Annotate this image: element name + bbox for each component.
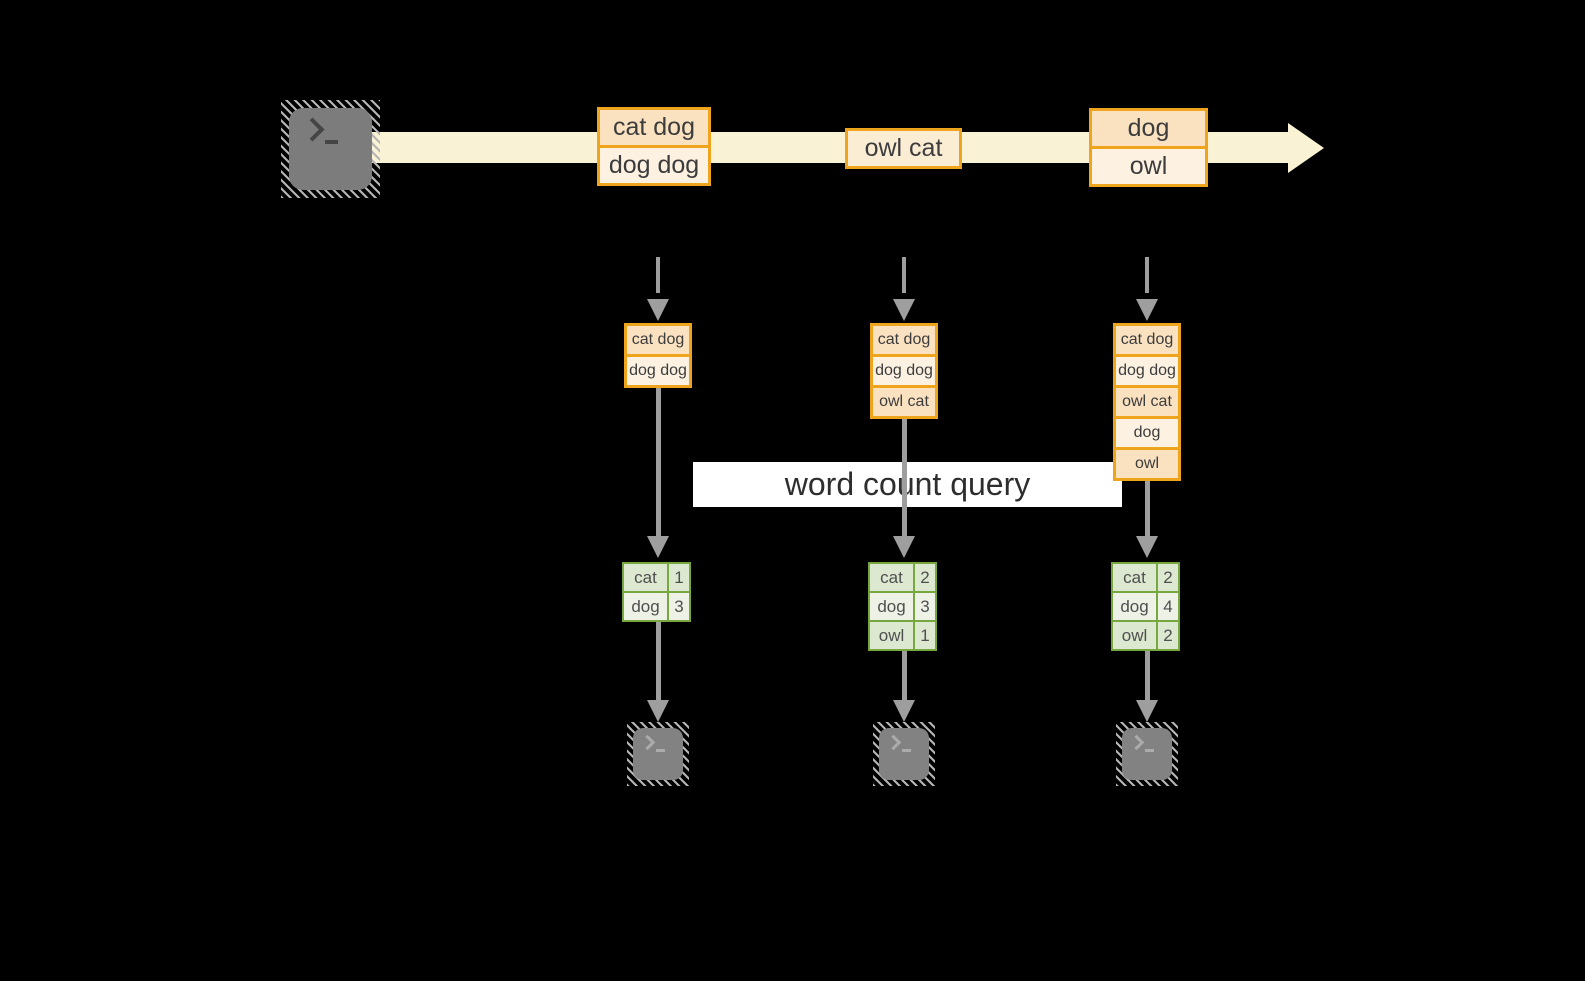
count-value-cell: 2	[915, 564, 935, 591]
event-line: dog dog	[600, 145, 708, 183]
buffer-line: cat dog	[873, 326, 935, 354]
counts-to-sink-arrow-2	[893, 651, 915, 722]
count-word-cell: owl	[870, 622, 913, 649]
prompt-underscore-icon	[902, 749, 911, 752]
counts-to-sink-arrow-1	[647, 622, 669, 722]
buffer-line: cat dog	[1116, 326, 1178, 354]
count-value-cell: 4	[1158, 593, 1178, 620]
count-value-cell: 3	[915, 593, 935, 620]
terminal-body	[879, 728, 929, 780]
sink-terminal-icon-1	[627, 722, 689, 786]
buffer-box-3: cat dog dog dog owl cat dog owl	[1113, 323, 1181, 481]
buffer-line: owl cat	[873, 385, 935, 416]
buffer-line: owl	[1116, 447, 1178, 478]
count-value-cell: 1	[669, 564, 689, 591]
stream-event-box-2: owl cat	[845, 128, 962, 169]
terminal-body	[289, 108, 372, 190]
count-word-cell: cat	[870, 564, 913, 591]
stream-to-buffer-arrow-1	[647, 257, 669, 321]
buffer-line: dog dog	[627, 354, 689, 385]
stream-to-buffer-arrow-3	[1136, 257, 1158, 321]
event-line: owl	[1092, 146, 1205, 184]
count-word-cell: owl	[1113, 622, 1156, 649]
terminal-body	[633, 728, 683, 780]
query-label: word count query	[693, 462, 1122, 507]
prompt-chevron-icon	[300, 117, 325, 142]
buffer-box-1: cat dog dog dog	[624, 323, 692, 388]
count-value-cell: 3	[669, 593, 689, 620]
buffer-to-counts-arrow-2	[893, 419, 915, 558]
count-value-cell: 2	[1158, 622, 1178, 649]
event-line: dog	[1092, 111, 1205, 146]
count-word-cell: cat	[624, 564, 667, 591]
count-word-cell: dog	[870, 593, 913, 620]
prompt-underscore-icon	[656, 749, 665, 752]
buffer-line: dog dog	[1116, 354, 1178, 385]
count-value-cell: 1	[915, 622, 935, 649]
buffer-line: cat dog	[627, 326, 689, 354]
buffer-to-counts-arrow-1	[647, 388, 669, 558]
count-table-3: cat 2 dog 4 owl 2	[1111, 562, 1180, 651]
count-value-cell: 2	[1158, 564, 1178, 591]
prompt-underscore-icon	[1145, 749, 1154, 752]
source-terminal-icon	[281, 100, 380, 198]
prompt-underscore-icon	[325, 140, 338, 144]
count-word-cell: cat	[1113, 564, 1156, 591]
event-line: cat dog	[600, 110, 708, 145]
buffer-to-counts-arrow-3	[1136, 481, 1158, 558]
sink-terminal-icon-3	[1116, 722, 1178, 786]
prompt-chevron-icon	[639, 734, 656, 751]
stream-arrowhead-icon	[1288, 123, 1324, 173]
count-word-cell: dog	[1113, 593, 1156, 620]
buffer-line: dog dog	[873, 354, 935, 385]
prompt-chevron-icon	[1128, 734, 1145, 751]
stream-event-box-3: dog owl	[1089, 108, 1208, 187]
buffer-box-2: cat dog dog dog owl cat	[870, 323, 938, 419]
count-table-1: cat 1 dog 3	[622, 562, 691, 622]
counts-to-sink-arrow-3	[1136, 651, 1158, 722]
sink-terminal-icon-2	[873, 722, 935, 786]
count-table-2: cat 2 dog 3 owl 1	[868, 562, 937, 651]
prompt-chevron-icon	[885, 734, 902, 751]
stream-event-box-1: cat dog dog dog	[597, 107, 711, 186]
stream-to-buffer-arrow-2	[893, 257, 915, 321]
terminal-body	[1122, 728, 1172, 780]
buffer-line: dog	[1116, 416, 1178, 447]
count-word-cell: dog	[624, 593, 667, 620]
buffer-line: owl cat	[1116, 385, 1178, 416]
event-line: owl cat	[848, 131, 959, 166]
